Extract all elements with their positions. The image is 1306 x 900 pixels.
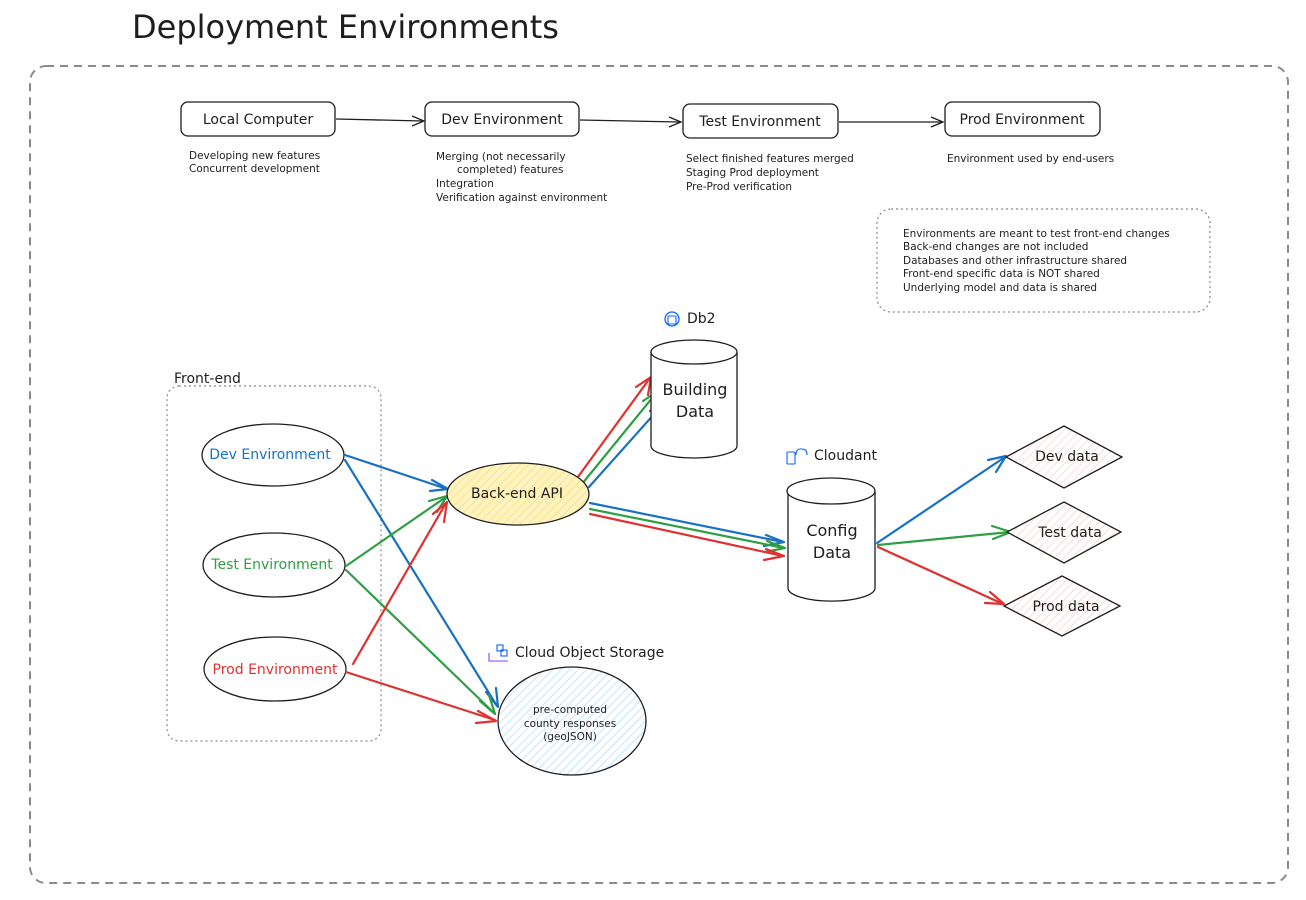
- note-line: Environment used by end-users: [947, 153, 1114, 165]
- cos-node: Cloud Object Storage pre-computed county…: [488, 644, 664, 776]
- frontend-test-environment: Test Environment: [202, 532, 346, 598]
- note-line: Verification against environment: [436, 192, 607, 204]
- info-line: Back-end changes are not included: [903, 241, 1088, 253]
- stage-label: Prod Environment: [960, 112, 1085, 128]
- data-output-label: Dev data: [1035, 449, 1099, 465]
- arrow-cloudant-to-test-data: [876, 530, 1012, 547]
- frontend-group: Front-end Dev Environment Test Environme…: [166, 371, 382, 742]
- cos-service-label: Cloud Object Storage: [515, 645, 664, 661]
- note-line: Staging Prod deployment: [686, 167, 819, 179]
- data-output-label: Test data: [1037, 525, 1102, 541]
- stage-dev-environment: Dev Environment: [424, 101, 580, 137]
- arrow-backend-to-cloudant-dev: [588, 501, 785, 544]
- pipeline: Local Computer Dev Environment Test Envi…: [180, 101, 1114, 204]
- dev-data-node: Dev data: [1004, 425, 1124, 489]
- arrow-cloudant-to-dev-data: [875, 455, 1007, 545]
- arrow-backend-to-cloudant-test: [588, 507, 786, 550]
- pipeline-arrowhead: [668, 116, 683, 128]
- note-line: Merging (not necessarily: [436, 151, 566, 163]
- cloudant-service-label: Cloudant: [814, 448, 877, 464]
- arrowhead: [986, 454, 1008, 474]
- frontend-env-label: Dev Environment: [209, 447, 331, 463]
- stage-label: Test Environment: [698, 114, 821, 130]
- test-data-node: Test data: [1005, 501, 1123, 564]
- outer-frame: [29, 65, 1289, 884]
- cloudant-icon: [786, 448, 808, 465]
- frontend-env-label: Prod Environment: [213, 662, 338, 678]
- cloudant-node: Cloudant Config Data: [786, 448, 877, 602]
- info-box: Environments are meant to test front-end…: [876, 208, 1211, 313]
- pipeline-arrow: [579, 119, 681, 123]
- arrow-prod-to-backend: [351, 501, 448, 666]
- note-line: Select finished features merged: [686, 153, 854, 165]
- note-line: Integration: [436, 178, 494, 190]
- prod-data-node: Prod data: [1002, 575, 1122, 637]
- db2-node: Db2 Building Data: [650, 311, 738, 459]
- arrow-backend-to-db2-prod: [573, 376, 652, 483]
- cos-line: county responses: [524, 718, 616, 730]
- cloudant-cylinder-line: Data: [813, 543, 851, 562]
- arrow-test-to-backend: [344, 495, 448, 568]
- arrow-prod-to-cos: [344, 670, 497, 722]
- backend-api-label: Back-end API: [471, 486, 563, 502]
- pipeline-arrowhead: [930, 116, 945, 128]
- stage-test-environment: Test Environment: [682, 103, 839, 139]
- stage-label: Dev Environment: [441, 112, 563, 128]
- cos-line: (geoJSON): [543, 731, 597, 743]
- info-line: Front-end specific data is NOT shared: [903, 268, 1100, 280]
- db2-cylinder-line: Building: [663, 380, 728, 399]
- db2-icon: [664, 311, 680, 327]
- info-line: Underlying model and data is shared: [903, 282, 1097, 294]
- arrow-dev-to-backend: [343, 453, 449, 491]
- arrow-cloudant-to-prod-data: [876, 545, 1005, 606]
- backend-api-node: Back-end API: [446, 462, 590, 526]
- arrow-dev-to-cos: [343, 458, 499, 708]
- cloud-object-storage-icon: [488, 644, 508, 662]
- frontend-dev-environment: Dev Environment: [201, 423, 345, 487]
- cos-line: pre-computed: [533, 704, 607, 716]
- stage-prod-environment: Prod Environment: [944, 101, 1101, 137]
- frontend-env-label: Test Environment: [210, 557, 333, 573]
- note-line: Pre-Prod verification: [686, 181, 792, 193]
- stage-local-computer: Local Computer: [180, 101, 336, 137]
- arrow-test-to-cos: [344, 568, 496, 715]
- stage-notes-dev: Merging (not necessarily completed) feat…: [436, 151, 607, 204]
- db2-cylinder-line: Data: [676, 402, 714, 421]
- stage-notes-prod: Environment used by end-users: [947, 153, 1114, 165]
- cloudant-cylinder: [786, 477, 876, 602]
- arrow-backend-to-cloudant-prod: [588, 512, 785, 558]
- info-line: Databases and other infrastructure share…: [903, 255, 1127, 267]
- arrowhead: [478, 693, 497, 716]
- pipeline-arrows: [335, 115, 945, 128]
- arrowhead: [762, 547, 786, 562]
- arrowhead: [431, 500, 449, 524]
- info-line: Environments are meant to test front-end…: [903, 228, 1170, 240]
- note-line: completed) features: [457, 164, 564, 176]
- note-line: Developing new features: [189, 150, 320, 162]
- arrowhead: [983, 590, 1006, 606]
- stage-notes-test: Select finished features merged Staging …: [686, 153, 854, 193]
- pipeline-arrowhead: [411, 115, 426, 127]
- diagram-title: Deployment Environments: [132, 8, 559, 46]
- pipeline-arrow: [335, 118, 424, 122]
- data-output-label: Prod data: [1032, 599, 1099, 615]
- stage-notes-local: Developing new features Concurrent devel…: [189, 150, 320, 175]
- frontend-prod-environment: Prod Environment: [203, 636, 347, 702]
- arrow-backend-to-db2-test: [580, 390, 659, 486]
- note-line: Concurrent development: [189, 163, 320, 175]
- stage-label: Local Computer: [203, 112, 314, 128]
- db2-cylinder: [650, 339, 738, 459]
- db2-service-label: Db2: [687, 311, 716, 327]
- arrowhead: [474, 709, 498, 725]
- cloudant-cylinder-line: Config: [806, 521, 857, 540]
- frontend-group-label: Front-end: [174, 371, 241, 387]
